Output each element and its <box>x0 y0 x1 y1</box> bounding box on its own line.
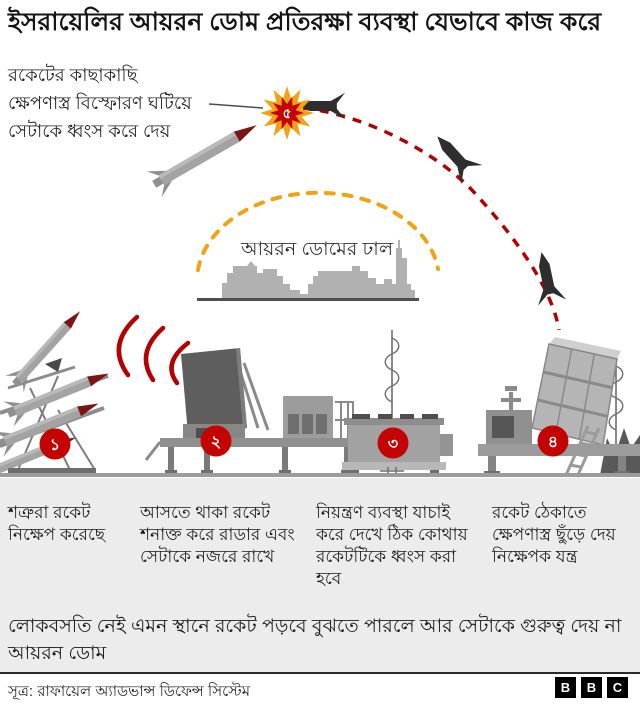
footer-divider <box>0 672 640 674</box>
step-badge-1: ১ <box>39 428 71 460</box>
footnote: লোকবসতি নেই এমন স্থানে রকেট পড়বে বুঝতে … <box>8 616 622 664</box>
city-skyline-icon <box>197 240 419 301</box>
launched-rocket-icon <box>5 303 90 393</box>
annotation-line: রকেটের কাছাকাছি <box>8 65 138 85</box>
enemy-rocket-icon <box>146 112 265 198</box>
rocket-launcher-rack-icon <box>0 358 114 478</box>
annotation-leader-line <box>208 103 264 109</box>
caption-band: শত্রুরা রকেট নিক্ষেপ করেছে আসতে থাকা রকে… <box>0 478 640 672</box>
explosion-annotation: রকেটের কাছাকাছি ক্ষেপণাস্ত্র বিস্ফোরণ ঘট… <box>8 62 238 146</box>
step-1-label: শত্রুরা রকেট নিক্ষেপ করেছে <box>8 503 106 545</box>
bbc-logo-letter: C <box>607 677 628 698</box>
annotation-line: সেটাকে ধ্বংস করে দেয় <box>8 120 171 141</box>
bbc-logo-letter: B <box>555 677 576 698</box>
interceptor-missile-icon <box>527 249 567 306</box>
step-badge-4: ৪ <box>537 425 569 457</box>
bbc-logo: B B C <box>555 677 628 698</box>
svg-text:১: ১ <box>50 437 60 454</box>
footer: সূত্র: রাফায়েল অ্যাডভান্স ডিফেন্স সিস্ট… <box>0 674 640 705</box>
page-title: ইসরায়েলির আয়রন ডোম প্রতিরক্ষা ব্যবস্থা… <box>8 8 602 36</box>
explosion-starburst-icon: ৫ <box>260 86 314 140</box>
annotation-line: ক্ষেপণাস্ত্র বিস্ফোরণ ঘটিয়ে <box>8 92 192 113</box>
svg-text:৩: ৩ <box>388 436 399 453</box>
step-3-label: নিয়ন্ত্রণ ব্যবস্থা যাচাই করে দেখে ঠিক ক… <box>316 503 468 589</box>
interceptor-missile-icon <box>426 126 483 185</box>
bbc-logo-letter: B <box>581 677 602 698</box>
explosion-step-number: ৫ <box>282 105 291 121</box>
dome-shield-arc <box>196 190 440 272</box>
radar-unit-icon <box>144 348 354 473</box>
svg-text:৪: ৪ <box>548 434 558 451</box>
step-2-label: আসতে থাকা রকেট শনাক্ত করে রাডার এবং সেটা… <box>140 503 295 567</box>
diagram-canvas: আয়রন ডোমের ঢাল ৫ <box>0 86 640 478</box>
step-badge-2: ২ <box>200 425 232 457</box>
svg-text:২: ২ <box>211 434 221 451</box>
ground-line <box>0 473 640 477</box>
dome-shield-label: আয়রন ডোমের ঢাল <box>240 239 394 260</box>
source-credit: সূত্র: রাফায়েল অ্যাডভান্স ডিফেন্স সিস্ট… <box>8 683 251 700</box>
missile-launcher-icon <box>478 337 640 478</box>
step-4-label: রকেট ঠেকাতে ক্ষেপণাস্ত্র ছুঁড়ে দেয় নিক… <box>492 503 616 567</box>
step-badge-3: ৩ <box>377 427 409 459</box>
